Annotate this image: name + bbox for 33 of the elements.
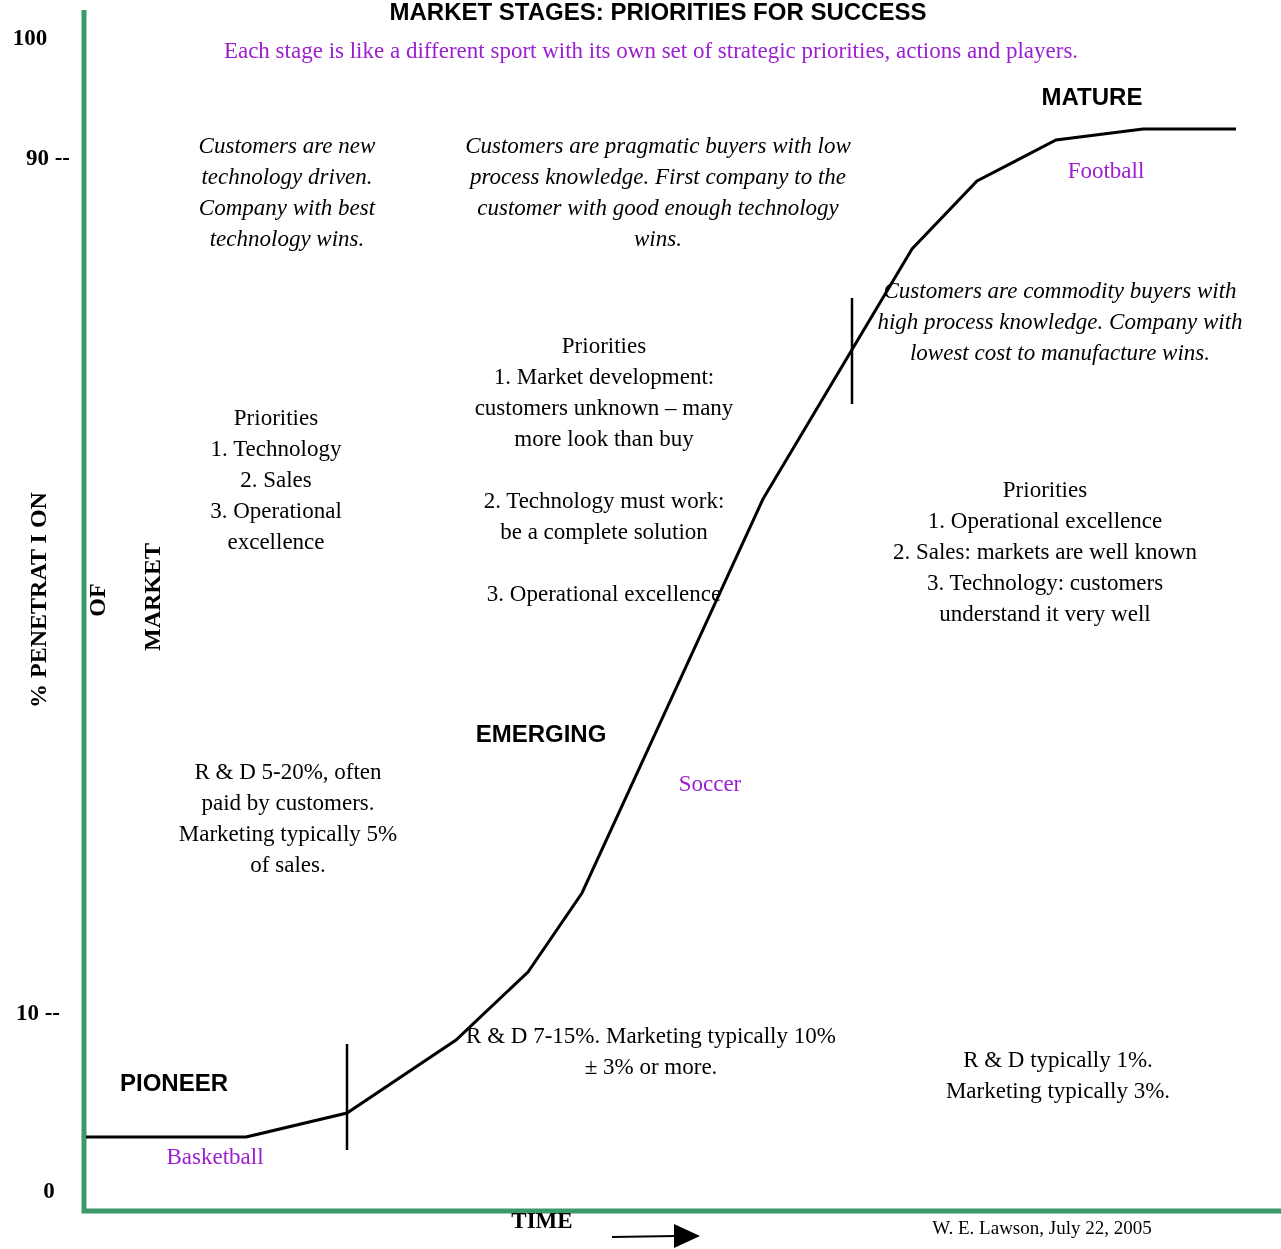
axis-tick-label: 10 -- — [14, 999, 62, 1027]
priorities-heading: Priorities — [1001, 476, 1089, 504]
stage-label: PIONEER — [119, 1069, 229, 1097]
axis-title: TIME — [510, 1207, 574, 1235]
priority-item: 3. Operational excellence — [209, 497, 343, 556]
priority-item: 3. Technology: customers understand it very well — [925, 569, 1165, 628]
budget-note: R & D 5-20%, often paid by customers. Marketing typically 5% of sales. — [177, 758, 399, 879]
axis-tick-label: 90 -- — [24, 144, 72, 172]
stage-label: EMERGING — [474, 720, 608, 748]
axis-title: OF — [83, 583, 111, 617]
title: MARKET STAGES: PRIORITIES FOR SUCCESS — [388, 0, 928, 26]
stage-description: Customers are pragmatic buyers with low process knowledge. First company to the customer with good enough technology wins. — [464, 132, 852, 253]
priorities-heading: Priorities — [232, 404, 320, 432]
priority-item: 1. Technology — [209, 435, 343, 463]
stage-label: MATURE — [1040, 83, 1144, 111]
axis-title: % PENETRAT I ON — [24, 492, 52, 708]
stage-description: Customers are new technology driven. Company with best technology wins. — [197, 132, 377, 253]
sport-label: Basketball — [165, 1143, 265, 1171]
axis-tick-label: 0 — [42, 1177, 56, 1205]
priorities-heading: Priorities — [560, 332, 648, 360]
axis-title: MARKET — [138, 543, 166, 651]
sport-label: Soccer — [677, 770, 743, 798]
priority-item: 1. Market development: customers unknown – many more look than buy — [473, 363, 735, 453]
budget-note: R & D typically 1%. Marketing typically 3%. — [944, 1046, 1172, 1105]
priority-item: 2. Sales — [239, 466, 313, 494]
priority-item: 2. Technology must work: be a complete solution — [482, 487, 726, 546]
axis-tick-label: 100 — [11, 24, 49, 52]
subtitle: Each stage is like a different sport with its own set of strategic priorities, actions and players. — [222, 37, 1080, 65]
author-credit: W. E. Lawson, July 22, 2005 — [931, 1216, 1153, 1240]
sport-label: Football — [1066, 157, 1146, 185]
priority-item: 1. Operational excellence — [926, 507, 1164, 535]
priority-item: 2. Sales: markets are well known — [892, 538, 1198, 566]
budget-note: R & D 7-15%. Marketing typically 10% ± 3% or more. — [465, 1022, 837, 1081]
